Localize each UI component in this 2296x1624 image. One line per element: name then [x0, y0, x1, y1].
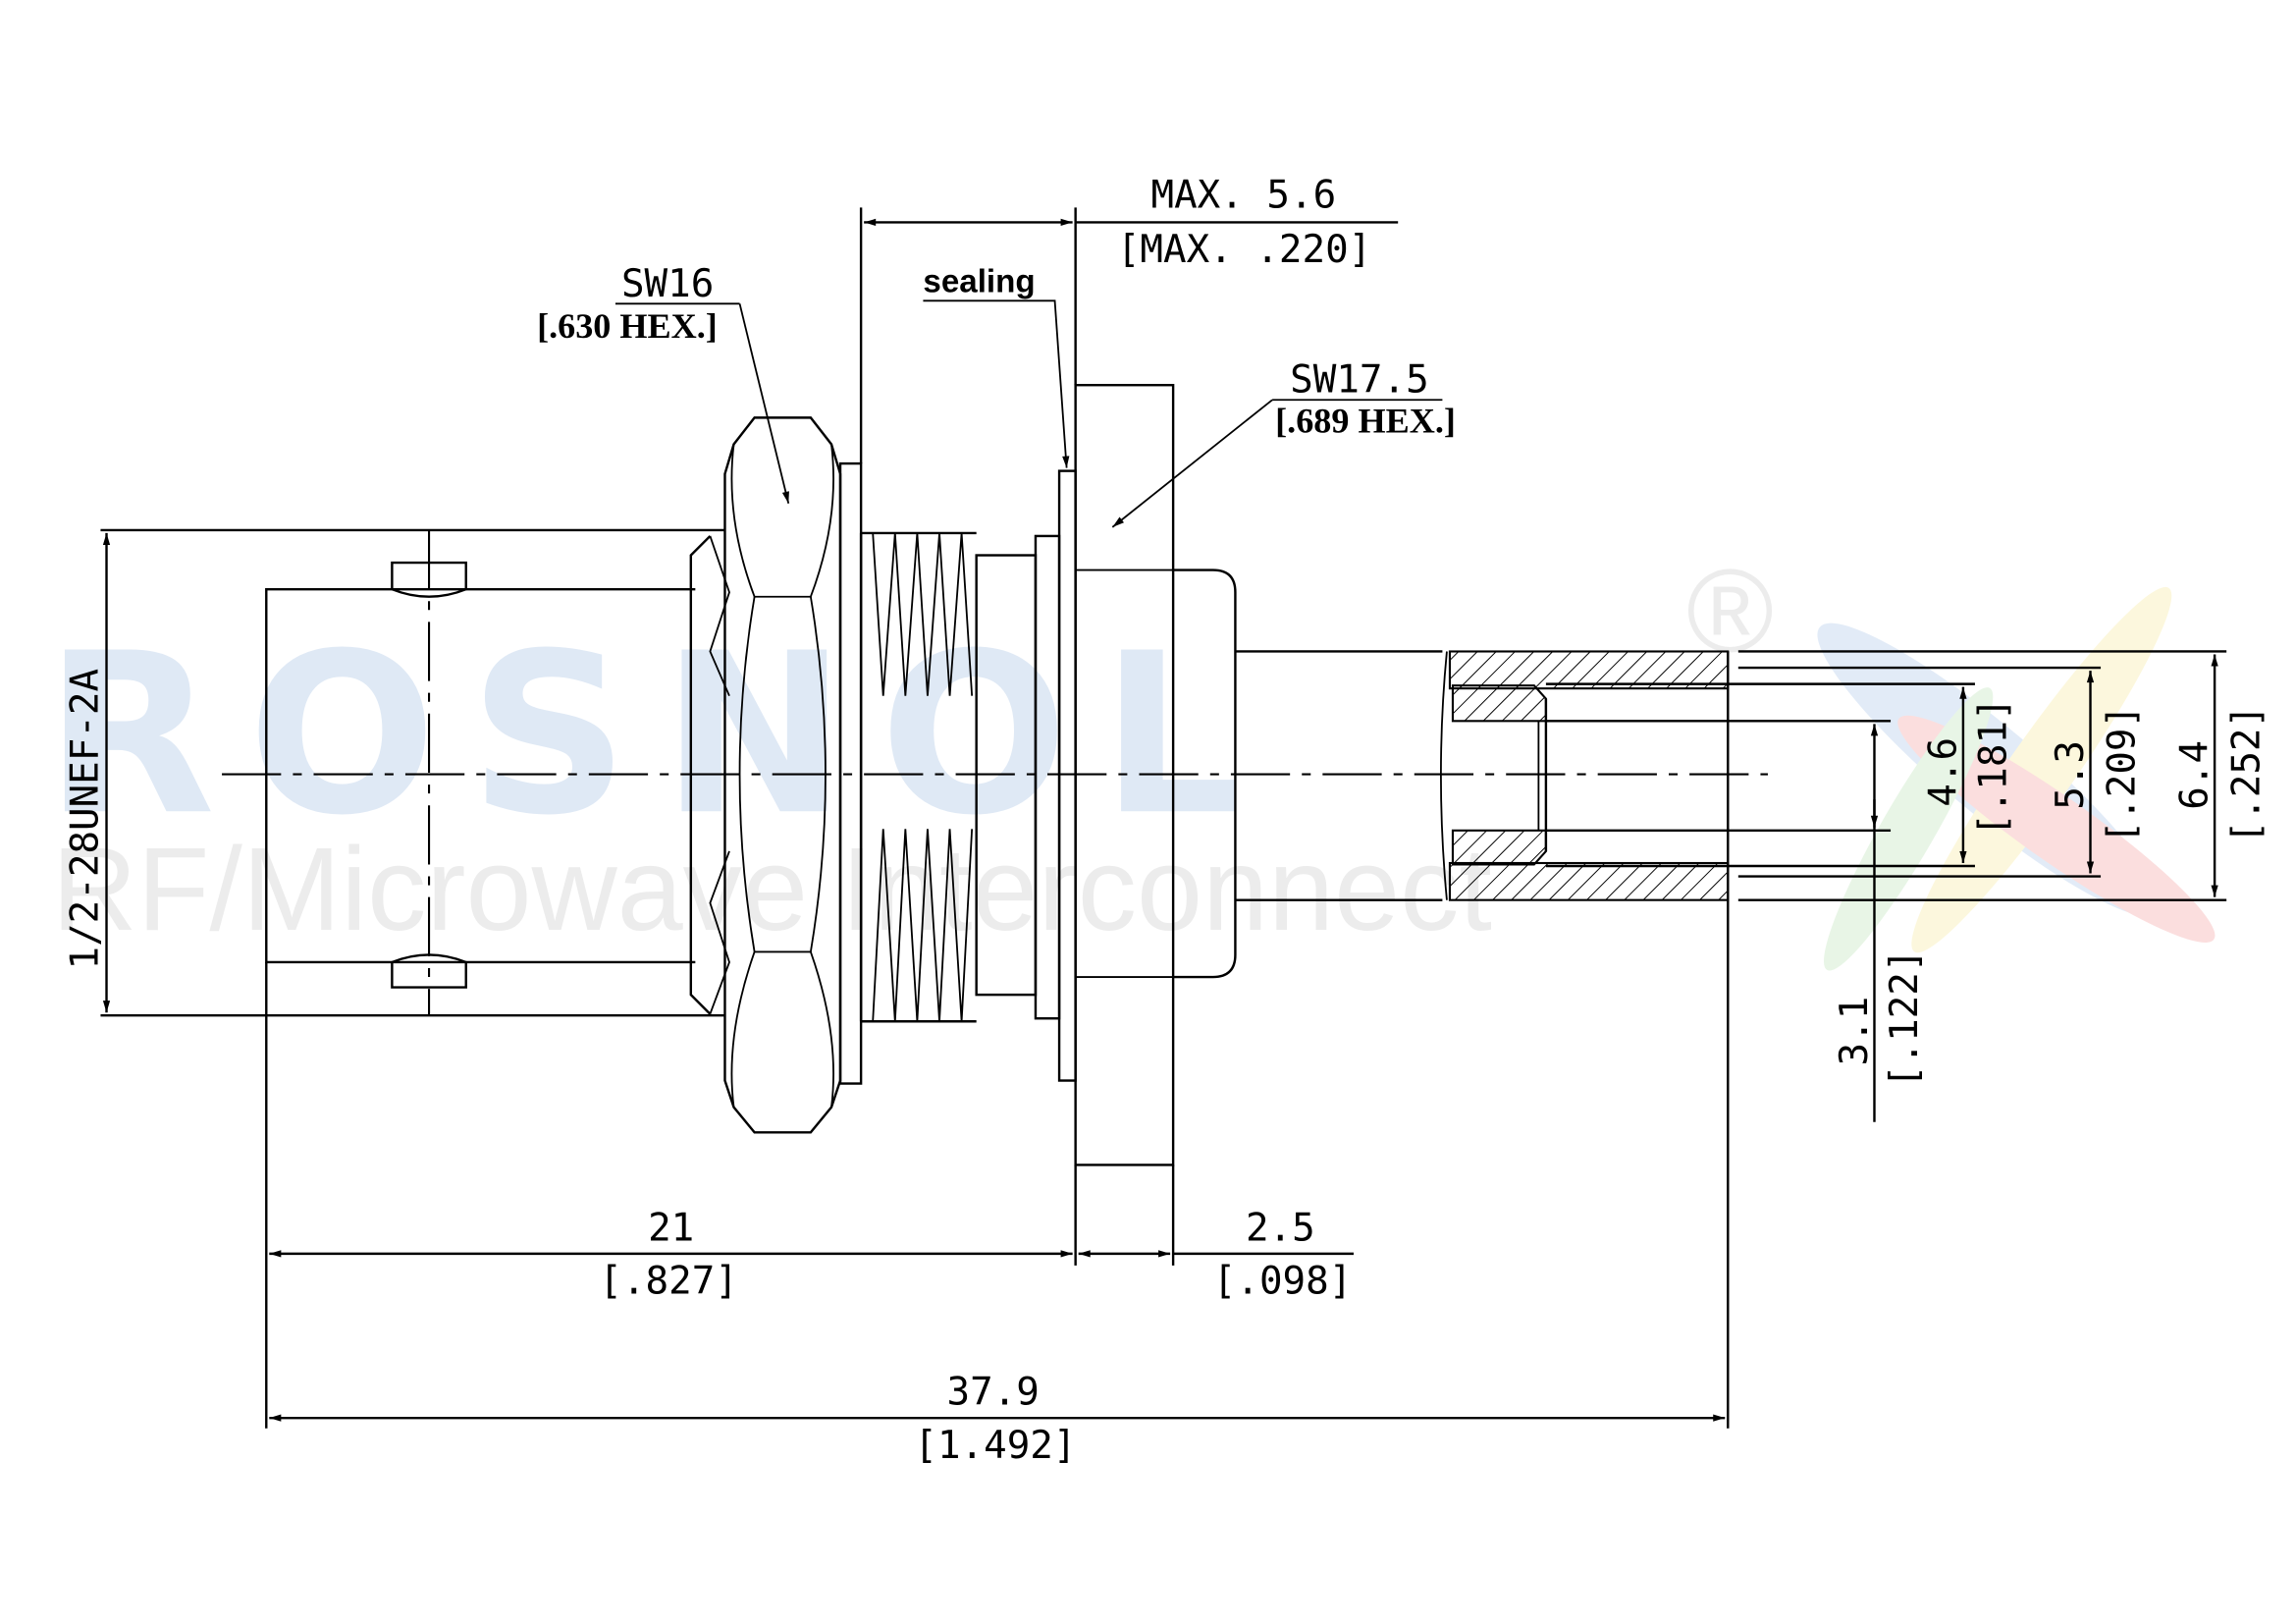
dim-37.9-mm: 37.9: [947, 1371, 1040, 1415]
dim-3.1-inch: [.122]: [1883, 949, 1927, 1089]
rear-body: [1173, 568, 1237, 979]
dim-21-inch: [.827]: [599, 1260, 738, 1304]
dim-37.9-inch: [1.492]: [914, 1424, 1076, 1468]
dim-2.5-mm: 2.5: [1246, 1206, 1315, 1250]
thread-label: 1/2-28UNEF-2A: [63, 669, 107, 970]
dim-4.6-mm: 4.6: [1921, 737, 1965, 807]
dim-6.4-mm: 6.4: [2173, 740, 2217, 810]
flange-hex: [1074, 383, 1175, 1166]
dim-6.4-inch: [.252]: [2224, 705, 2269, 844]
sealing-label: sealing: [923, 263, 1035, 299]
thread: [859, 531, 1061, 1023]
dim-4.6-inch: [.181]: [1972, 697, 2016, 837]
nut-sw-label: SW16: [621, 262, 714, 306]
dim-max-inch: [MAX. .220]: [1117, 228, 1371, 272]
dim-21-mm: 21: [648, 1206, 694, 1250]
bnc-body: [100, 528, 725, 1429]
dim-2.5-inch: [.098]: [1213, 1260, 1353, 1304]
rear-section: [1235, 650, 2227, 1429]
dim-3.1-mm: 3.1: [1833, 997, 1877, 1066]
watermark-tagline: RF/Microwave Interconnect: [52, 823, 1492, 955]
hex-nut: [689, 416, 842, 1134]
nut-hex-label: [.630 HEX.]: [537, 306, 718, 346]
watermark: ROSNOL ® RF/Microwave Interconnect: [44, 544, 2216, 971]
flange-hex-label: [.689 HEX.]: [1275, 401, 1456, 440]
dim-5.3-inch: [.209]: [2101, 705, 2145, 844]
flange-sw-label: SW17.5: [1290, 358, 1429, 403]
watermark-brand: ROSNOL: [44, 606, 1274, 864]
dim-5.3-mm: 5.3: [2049, 740, 2093, 810]
dim-max-mm: MAX. 5.6: [1151, 173, 1337, 217]
